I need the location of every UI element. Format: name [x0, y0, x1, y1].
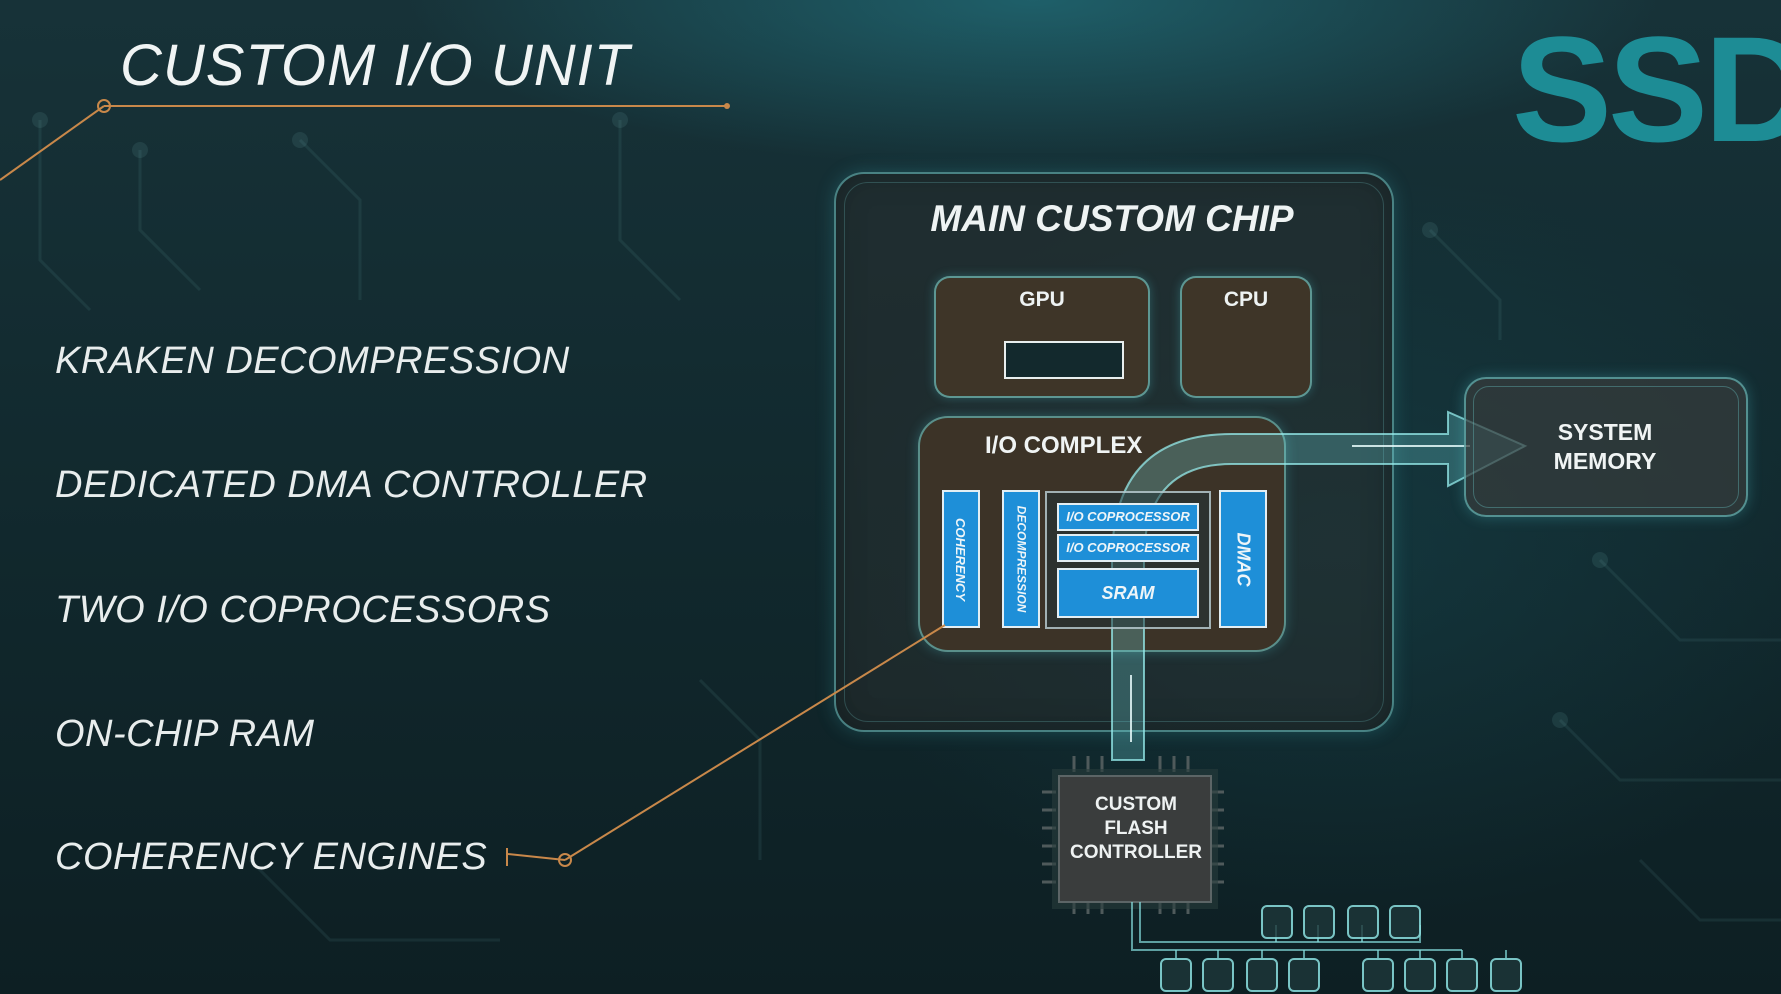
- gpu-block: GPU: [934, 276, 1150, 398]
- system-memory-line1: SYSTEM: [1557, 419, 1653, 445]
- flash-line3: CONTROLLER: [1070, 842, 1202, 863]
- flash-controller-label: CUSTOM FLASH CONTROLLER: [1058, 793, 1214, 865]
- feature-on-chip-ram: ON-CHIP RAM: [55, 713, 315, 755]
- feature-dma-controller: DEDICATED DMA CONTROLLER: [55, 464, 648, 506]
- io-coprocessor-1: I/O COPROCESSOR: [1057, 503, 1199, 531]
- dmac-block: DMAC: [1219, 490, 1267, 628]
- gpu-label: GPU: [1019, 288, 1065, 311]
- coherency-label: COHERENCY: [953, 517, 969, 601]
- feature-kraken-decompression: KRAKEN DECOMPRESSION: [55, 340, 570, 382]
- feature-coherency-engines: COHERENCY ENGINES: [55, 836, 488, 878]
- flash-line1: CUSTOM: [1095, 794, 1177, 815]
- decompression-label: DECOMPRESSION: [1014, 505, 1028, 613]
- decompression-block: DECOMPRESSION: [1002, 490, 1040, 628]
- flash-line2: FLASH: [1104, 818, 1168, 839]
- io-coprocessor-2: I/O COPROCESSOR: [1057, 534, 1199, 562]
- page-title: CUSTOM I/O UNIT: [120, 33, 631, 98]
- system-memory-label: SYSTEM MEMORY: [1540, 418, 1670, 476]
- gpu-bar: [1004, 341, 1124, 379]
- io-complex-label: I/O COMPLEX: [985, 432, 1143, 459]
- main-chip-title: MAIN CUSTOM CHIP: [930, 198, 1294, 239]
- system-memory-block: [1464, 377, 1748, 517]
- dmac-label: DMAC: [1233, 532, 1254, 586]
- cpu-label: CPU: [1223, 288, 1269, 311]
- coherency-engine-block: COHERENCY: [942, 490, 980, 628]
- ssd-logo: SSD: [1512, 5, 1781, 173]
- sram-block: SRAM: [1057, 568, 1199, 618]
- system-memory-line2: MEMORY: [1553, 448, 1657, 474]
- feature-io-coprocessors: TWO I/O COPROCESSORS: [55, 589, 551, 631]
- cpu-block: CPU: [1180, 276, 1312, 398]
